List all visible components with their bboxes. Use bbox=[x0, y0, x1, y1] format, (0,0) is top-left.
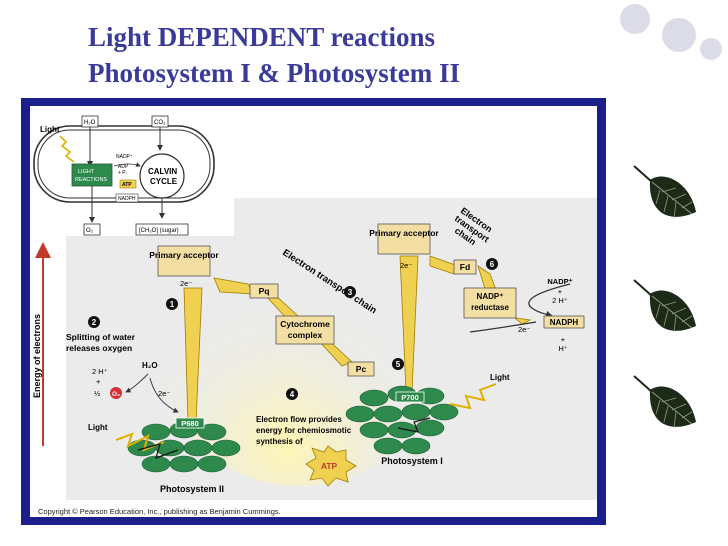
inset-light-reactions-1: LIGHT bbox=[78, 169, 95, 175]
light-label-ps2: Light bbox=[88, 423, 108, 432]
leaf-icon bbox=[633, 165, 696, 219]
step-6-marker: 6 bbox=[490, 260, 495, 269]
primary-acceptor-ps2-box bbox=[157, 245, 211, 277]
leaf-icon bbox=[633, 375, 696, 429]
photosystem-i-cluster: P700 Light Photosystem I bbox=[345, 373, 510, 466]
two-h-plus-label: 2 H⁺ bbox=[552, 296, 568, 305]
pc-box bbox=[347, 361, 375, 377]
cytochrome-label-1: Cytochrome bbox=[280, 319, 330, 329]
electron-flow-line2: energy for chemiosmotic bbox=[256, 426, 352, 435]
inset-nadph: NADPH bbox=[118, 196, 136, 202]
figure-panel: Light H₂O CO₂ LIGHT REACTIONS CALVIN CYC… bbox=[30, 106, 597, 517]
two-e-label: 2e⁻ bbox=[518, 325, 530, 334]
pc-label: Pc bbox=[356, 364, 367, 374]
inset-adp: ADP bbox=[118, 164, 129, 170]
slide-title-line2: Photosystem I & Photosystem II bbox=[88, 58, 460, 88]
nadph-box bbox=[543, 315, 585, 329]
photosystem-i-label: Photosystem I bbox=[381, 456, 443, 466]
half-label: ½ bbox=[94, 389, 101, 398]
photosystem-ii-cluster: P680 Light Photosystem II bbox=[88, 417, 241, 494]
pq-box bbox=[249, 283, 279, 299]
p700-label: P700 bbox=[401, 393, 419, 402]
inset-sugar: [CH₂O] (sugar) bbox=[139, 228, 179, 234]
nadph-label: NADPH bbox=[550, 318, 579, 327]
leaf-icon bbox=[633, 279, 696, 333]
primary-acceptor-ps2-label: Primary acceptor bbox=[149, 250, 219, 260]
primary-acceptor-ps1-box bbox=[377, 223, 431, 255]
decorative-circle bbox=[620, 4, 650, 34]
inset-calvin-2: CYCLE bbox=[150, 177, 178, 186]
photosystem-ii-label: Photosystem II bbox=[160, 484, 224, 494]
atp-burst bbox=[305, 445, 357, 487]
nadp-reductase-label-2: reductase bbox=[471, 303, 509, 312]
inset-h2o: H₂O bbox=[84, 120, 96, 126]
inset-light-reactions-2: REACTIONS bbox=[75, 177, 107, 183]
nadp-reductase-label-1: NADP⁺ bbox=[477, 292, 504, 301]
inset-calvin-1: CALVIN bbox=[148, 167, 177, 176]
step-5-marker: 5 bbox=[396, 360, 401, 369]
h2o-label: H₂O bbox=[142, 361, 158, 370]
decorative-circle bbox=[662, 18, 696, 52]
splitting-water-line2: releases oxygen bbox=[66, 343, 132, 353]
two-e-label: 2e⁻ bbox=[180, 279, 192, 288]
plus-sign: + bbox=[561, 335, 566, 344]
electron-flow-line1: Electron flow provides bbox=[256, 415, 342, 424]
inset-pi: + Pᵢ bbox=[118, 170, 127, 176]
decorative-circle bbox=[700, 38, 722, 60]
p680-label: P680 bbox=[181, 419, 199, 428]
nadp-plus-label: NADP⁺ bbox=[547, 277, 572, 286]
plus-sign: + bbox=[558, 287, 563, 296]
inset-atp: ATP bbox=[122, 182, 132, 188]
chloroplast-inset: Light H₂O CO₂ LIGHT REACTIONS CALVIN CYC… bbox=[33, 110, 234, 236]
slide-title-line1: Light DEPENDENT reactions bbox=[88, 22, 436, 52]
energy-axis-label: Energy of electrons bbox=[32, 314, 42, 398]
fd-label: Fd bbox=[460, 262, 470, 272]
cytochrome-box bbox=[275, 315, 335, 345]
light-label-ps1: Light bbox=[490, 373, 510, 382]
fd-box bbox=[453, 259, 477, 275]
atp-label: ATP bbox=[321, 461, 338, 471]
two-h-label: 2 H⁺ bbox=[92, 367, 108, 376]
nadp-reductase-box bbox=[463, 287, 517, 319]
step-4-marker: 4 bbox=[290, 390, 295, 399]
copyright-text: Copyright © Pearson Education, Inc., pub… bbox=[38, 507, 281, 516]
inset-o2: O₂ bbox=[86, 228, 94, 234]
inset-nadp: NADP⁺ bbox=[116, 154, 133, 160]
step-1-marker: 1 bbox=[170, 300, 175, 309]
primary-acceptor-ps1-label: Primary acceptor bbox=[369, 228, 439, 238]
photosystem-diagram: Light H₂O CO₂ LIGHT REACTIONS CALVIN CYC… bbox=[30, 110, 597, 517]
inset-co2: CO₂ bbox=[154, 120, 166, 126]
step-2-marker: 2 bbox=[92, 318, 97, 327]
two-e-label: 2e⁻ bbox=[158, 389, 170, 398]
o2-label: O₂ bbox=[112, 391, 120, 398]
plus-sign: + bbox=[96, 377, 101, 386]
h-plus-label: H⁺ bbox=[558, 344, 567, 353]
electron-flow-line3: synthesis of bbox=[256, 437, 303, 446]
splitting-water-line1: Splitting of water bbox=[66, 332, 136, 342]
step-3-marker: 3 bbox=[348, 288, 353, 297]
inset-light-label: Light bbox=[40, 125, 60, 134]
cytochrome-label-2: complex bbox=[288, 330, 323, 340]
pq-label: Pq bbox=[259, 286, 270, 296]
two-e-label: 2e⁻ bbox=[400, 261, 412, 270]
